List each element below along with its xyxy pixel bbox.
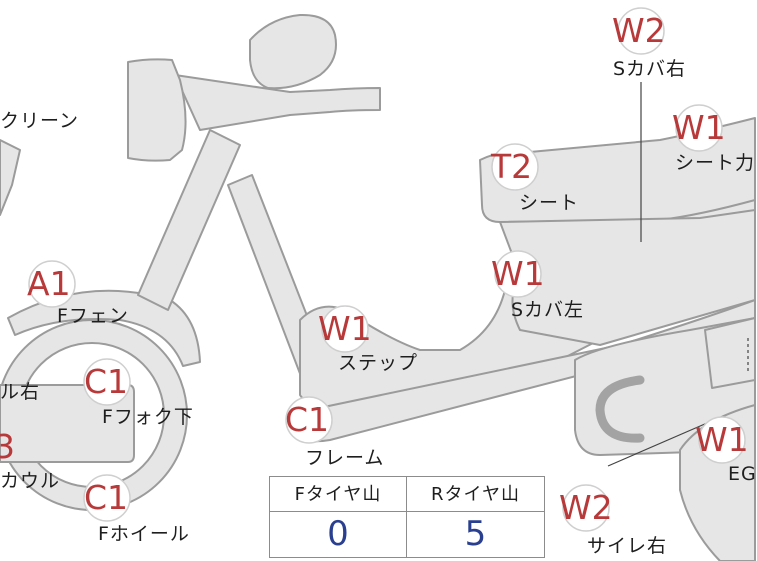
- label-frame: フレーム: [305, 447, 385, 469]
- label-s-cover-l: Sカバ左: [511, 299, 585, 321]
- label-s-cover-r: Sカバ右: [613, 58, 687, 80]
- rear-block-part: [704, 317, 756, 389]
- label-seat: シート: [519, 192, 580, 214]
- label-f-fork: Fフォク下: [102, 406, 194, 428]
- grade-seat: T2: [491, 147, 533, 186]
- headlight-part: [127, 58, 187, 162]
- grade-frame: C1: [285, 400, 330, 439]
- mirror-part: [249, 13, 337, 90]
- leader-line-muffler: [607, 419, 715, 467]
- label-f-fender: Fフェン: [57, 305, 129, 327]
- windscreen-part: [0, 139, 21, 216]
- label-screen: クリーン: [0, 110, 80, 132]
- grade-f-fender: A1: [27, 264, 71, 303]
- label-cowl: カウル: [0, 470, 61, 492]
- rear-tire-value: 5: [464, 514, 487, 554]
- front-fork-part: [137, 129, 241, 311]
- label-seat-cover: シート力: [675, 152, 756, 174]
- label-f-wheel: Fホイール: [98, 523, 190, 545]
- grade-s-cover-r: W2: [612, 11, 666, 50]
- rear-tire-header: Rタイヤ山: [407, 477, 544, 512]
- grade-f-fork: C1: [84, 362, 129, 401]
- label-muffler-r: サイレ右: [587, 535, 668, 557]
- label-mirror-r: ル右: [0, 381, 41, 403]
- front-tire-header: Fタイヤ山: [270, 477, 407, 512]
- grade-muffler-r: W2: [559, 488, 613, 527]
- label-step: ステップ: [338, 352, 419, 374]
- label-engine: EG: [728, 463, 757, 485]
- grade-step: W1: [318, 309, 372, 348]
- kickstand-part: [595, 375, 645, 443]
- tire-tread-table: Fタイヤ山 Rタイヤ山 0 5: [269, 476, 545, 558]
- grade-engine: W1: [695, 420, 749, 459]
- grade-cowl: 3: [0, 427, 15, 466]
- grade-s-cover-l: W1: [491, 254, 545, 293]
- handle-bar-part: [174, 74, 381, 131]
- front-tire-value: 0: [270, 512, 407, 557]
- front-fender-part: [7, 289, 201, 367]
- grade-seat-cover: W1: [672, 108, 726, 147]
- grade-f-wheel: C1: [84, 478, 129, 517]
